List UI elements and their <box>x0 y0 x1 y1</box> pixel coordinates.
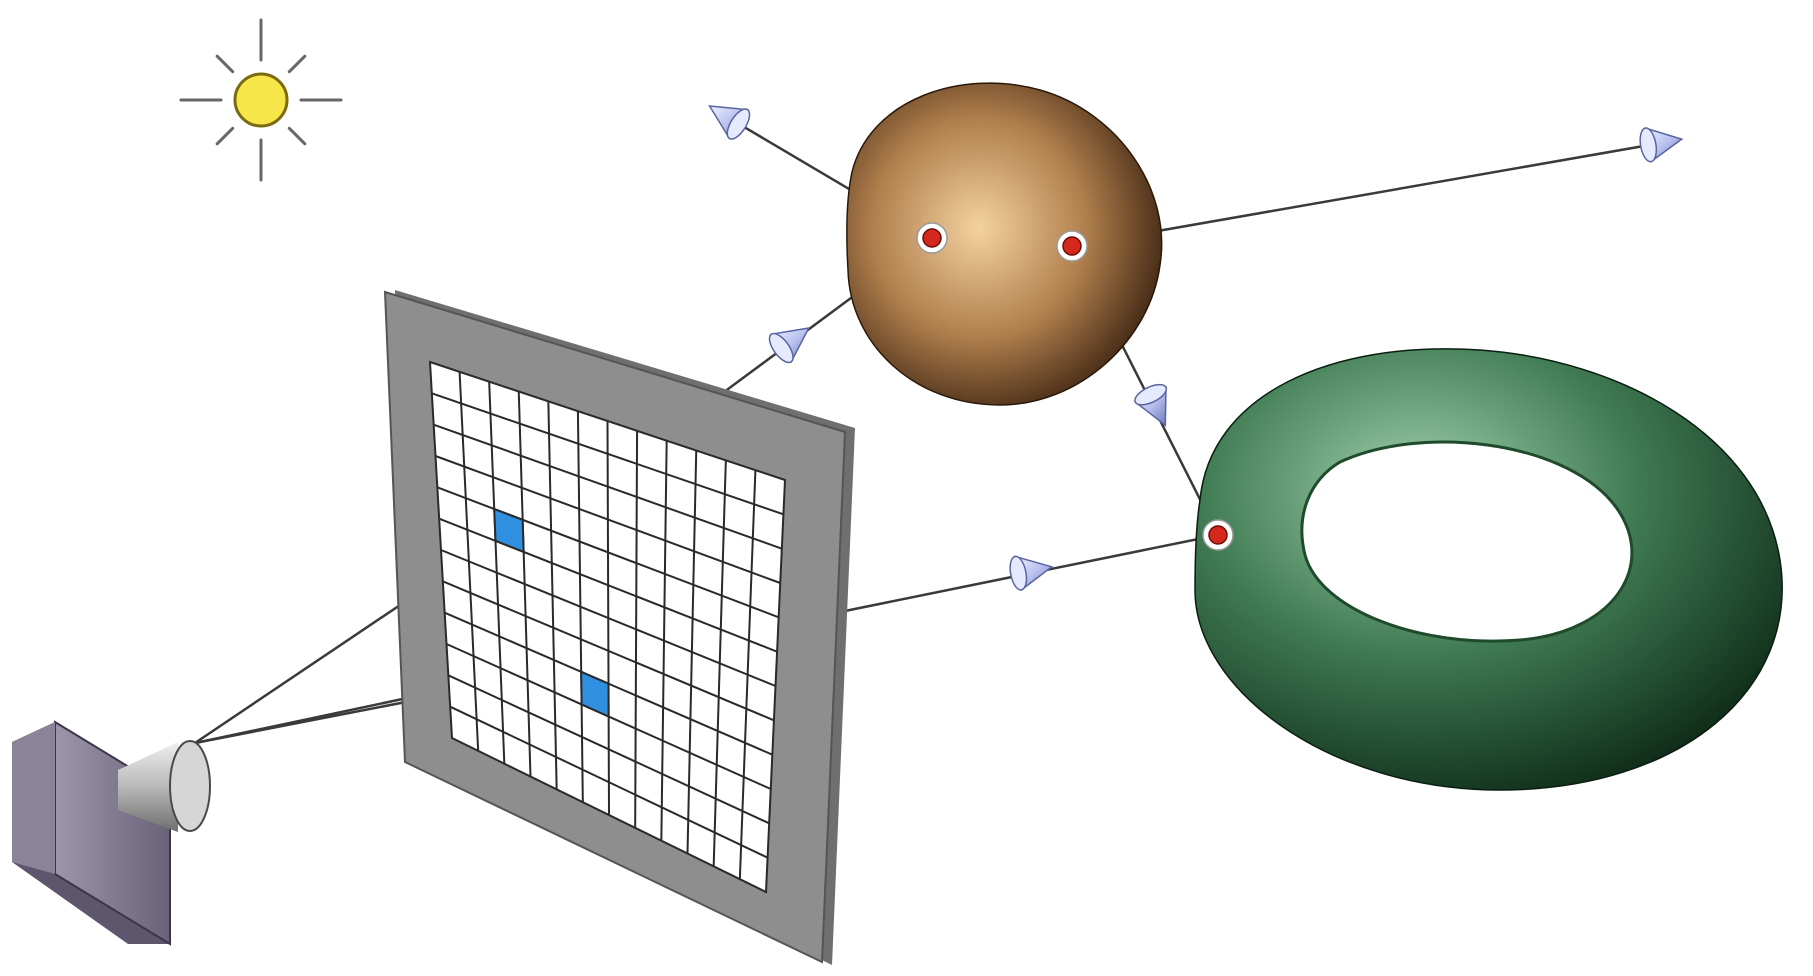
intersection-points <box>916 222 1234 551</box>
light-ray-stroke <box>215 126 235 146</box>
camera-body-front <box>12 722 55 874</box>
highlighted-pixel <box>493 507 525 554</box>
light-ray-stroke <box>215 54 235 74</box>
light-rays <box>179 18 343 182</box>
intersection-point-icon <box>1056 230 1088 262</box>
intersection-point-icon <box>1202 519 1234 551</box>
light-bulb <box>233 72 289 128</box>
ray-direction-cone-icon <box>1009 555 1054 592</box>
refracted-ray-out-of-sphere <box>1071 138 1679 248</box>
ray-direction-cones <box>708 105 1684 592</box>
torus-object <box>1194 348 1783 791</box>
sphere-object <box>846 82 1163 406</box>
camera-lens-barrel <box>118 742 178 832</box>
light-source-icon <box>179 18 343 182</box>
light-ray-stroke <box>287 54 307 74</box>
intersection-point-icon <box>916 222 948 254</box>
camera-icon <box>12 720 211 946</box>
ray-direction-cone-icon <box>1639 127 1684 163</box>
grid-line-vertical <box>738 470 757 880</box>
ray-direction-cone-icon <box>768 326 811 364</box>
camera-lens <box>169 740 211 832</box>
grid-line-horizontal <box>449 705 769 859</box>
ray-direction-cone-icon <box>708 105 751 140</box>
torus-hole <box>1300 440 1634 643</box>
highlighted-pixel <box>580 670 610 719</box>
grid-line-horizontal <box>447 674 770 825</box>
light-ray-stroke <box>287 126 307 146</box>
ray-direction-cone-icon <box>1133 383 1168 427</box>
highlighted-pixels <box>493 507 610 719</box>
image-plane <box>383 290 855 965</box>
